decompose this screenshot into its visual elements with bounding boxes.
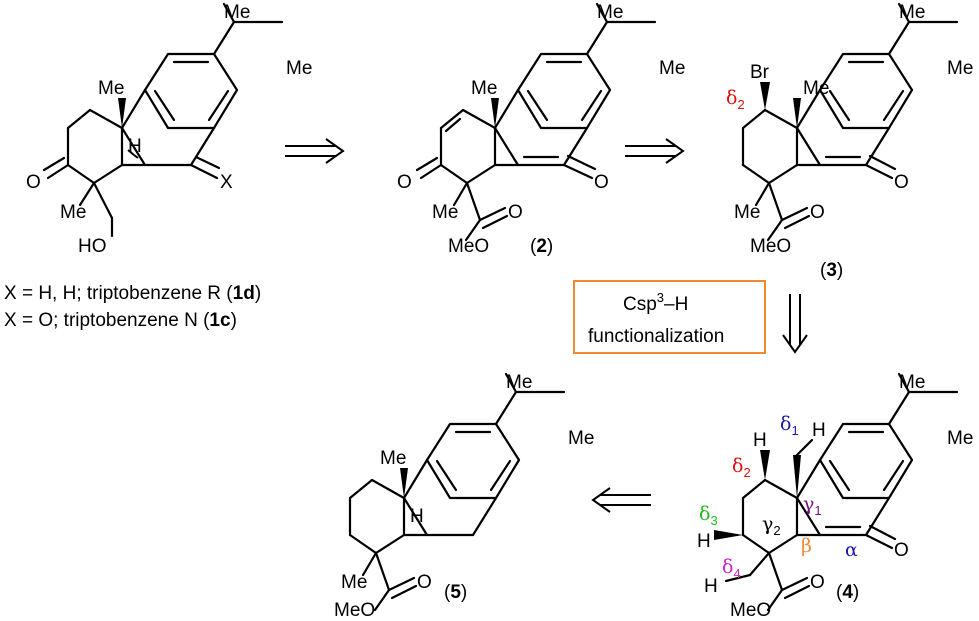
gamma2-label: γ2: [762, 513, 781, 538]
atom-label: Me: [899, 2, 925, 23]
atom-label: O: [26, 172, 41, 193]
caption-triptobenzene-n: X = O; triptobenzene N (1c): [4, 310, 237, 331]
atom-label: Me: [471, 78, 497, 99]
compound-5-atoms: Me Me Me H Me O MeO (5): [334, 372, 594, 621]
atom-label: Me: [341, 572, 367, 593]
atom-label: H: [697, 531, 711, 552]
atom-label: O: [894, 540, 909, 561]
delta2-label: δ2: [732, 455, 751, 480]
atom-label: Me: [60, 202, 86, 223]
compound-3-atoms: Me Me Me Br δ2 O Me O MeO (3): [726, 2, 973, 281]
retro-arrow-2: [625, 138, 685, 164]
atom-label: Me: [899, 372, 925, 393]
atom-label: Me: [224, 2, 250, 23]
compound-2-atoms: Me Me Me O O Me O MeO (2): [397, 2, 685, 257]
atom-label: Me: [803, 78, 829, 99]
compound-1-atoms: Me Me Me H O X Me HO: [26, 2, 312, 257]
atom-label: H: [753, 430, 767, 451]
compound-1: [42, 2, 284, 238]
compound-3: [741, 2, 959, 242]
retro-arrow-3: [782, 294, 808, 354]
atom-label: H: [410, 506, 424, 527]
atom-label: O: [810, 202, 825, 223]
atom-label: H: [128, 136, 142, 157]
atom-label: H: [812, 420, 826, 441]
atom-label: Me: [286, 58, 312, 79]
beta-label: β: [801, 535, 812, 557]
compound-2-label: (2): [530, 236, 553, 257]
atom-label: HO: [78, 236, 107, 257]
compound-4: [714, 372, 959, 612]
delta4-label: δ4: [722, 556, 741, 581]
atom-label: Me: [659, 58, 685, 79]
atom-label: MeO: [750, 236, 791, 257]
atom-label: Me: [734, 202, 760, 223]
atom-label: O: [508, 202, 523, 223]
retro-arrow-1: [285, 138, 345, 164]
csp3-h-functionalization-box: Csp3–H functionalization: [573, 280, 766, 354]
atom-label: MeO: [730, 600, 771, 621]
atom-label: H: [704, 576, 718, 597]
atom-label: Me: [597, 2, 623, 23]
atom-label: Me: [506, 372, 532, 393]
delta3-label: δ3: [699, 503, 718, 528]
delta1-label: δ1: [780, 413, 799, 438]
caption-triptobenzene-r: X = H, H; triptobenzene R (1d): [4, 283, 261, 304]
box-line-1: Csp3–H: [623, 290, 688, 315]
gamma1-label: γ1: [803, 493, 822, 518]
compound-2: [415, 2, 657, 242]
compound-4-atoms: Me Me H H H H O O MeO δ1 δ2 δ3 δ4 γ1 γ2 …: [697, 372, 973, 621]
compound-5-label: (5): [444, 582, 467, 603]
atom-label: O: [894, 172, 909, 193]
compound-4-label: (4): [836, 582, 859, 603]
atom-label: Me: [947, 58, 973, 79]
atom-label: Me: [432, 202, 458, 223]
alpha-label: α: [845, 539, 858, 561]
compound-3-label: (3): [820, 260, 843, 281]
atom-label: O: [810, 572, 825, 593]
atom-label: MeO: [448, 236, 489, 257]
atom-label: O: [594, 172, 609, 193]
compound-1-captions: X = H, H; triptobenzene R (1d) X = O; tr…: [4, 283, 261, 331]
atom-label: X: [220, 172, 233, 193]
delta2-label-3: δ2: [726, 87, 745, 112]
compound-5: [348, 372, 566, 612]
atom-label: Me: [380, 448, 406, 469]
atom-label: O: [417, 572, 432, 593]
atom-label: Me: [568, 428, 594, 449]
atom-label: MeO: [334, 600, 375, 621]
bromine-atom: Br: [750, 62, 770, 83]
atom-label: Me: [98, 78, 124, 99]
atom-label: Me: [947, 428, 973, 449]
box-line-2: functionalization: [588, 326, 724, 347]
retro-arrow-4: [591, 487, 651, 513]
atom-label: O: [397, 172, 412, 193]
